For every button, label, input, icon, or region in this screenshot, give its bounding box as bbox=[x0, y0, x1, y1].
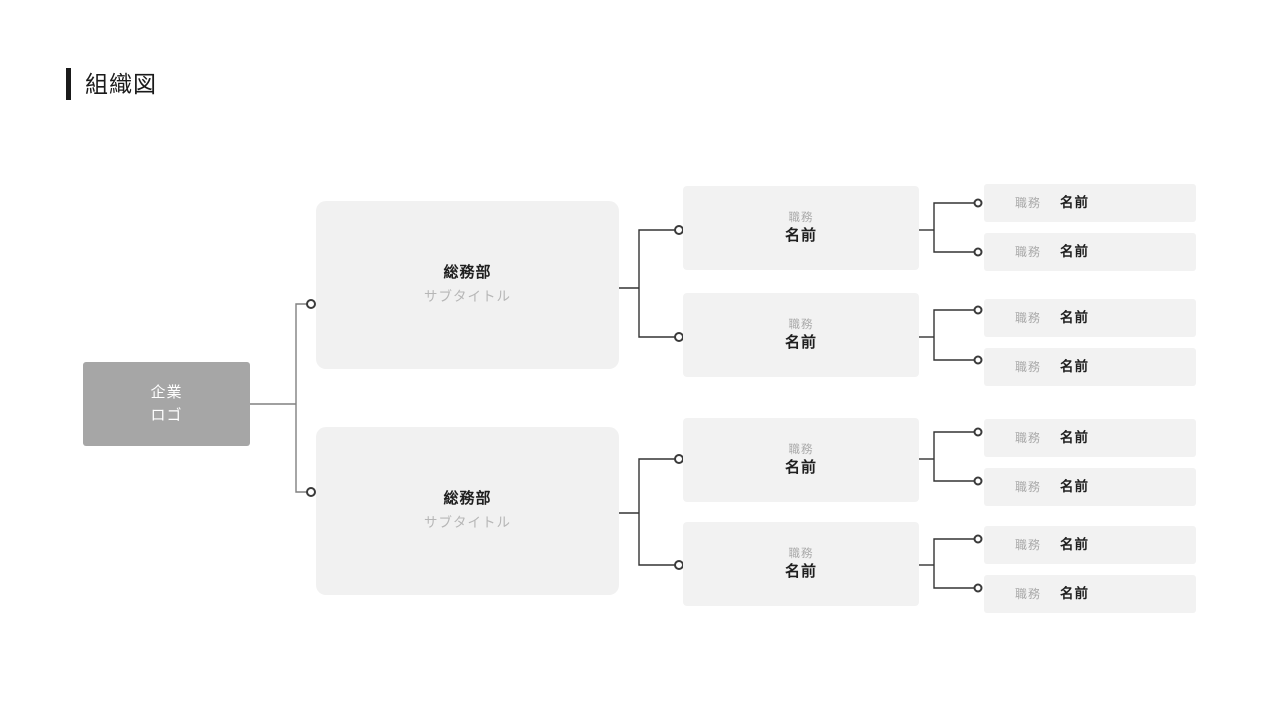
connector-dot-dept-1 bbox=[306, 299, 316, 309]
staff-role: 職務 bbox=[1015, 360, 1042, 374]
connector-dot-staff-1-2-1 bbox=[973, 305, 983, 315]
manager-node-1-2[interactable]: 職務 名前 bbox=[683, 293, 919, 377]
staff-node-2-2-1[interactable]: 職務 名前 bbox=[984, 526, 1196, 564]
root-label-line-1: 企業 bbox=[150, 384, 183, 401]
department-node-2[interactable]: 総務部 サブタイトル bbox=[316, 427, 619, 595]
connector-dept-2-to-mgr-1 bbox=[638, 458, 675, 513]
staff-role: 職務 bbox=[1015, 538, 1042, 552]
connector-dot-staff-2-2-1 bbox=[973, 534, 983, 544]
root-label-line-2: ロゴ bbox=[150, 407, 183, 424]
manager-role: 職務 bbox=[788, 444, 814, 456]
page-title-block: 組織図 bbox=[66, 68, 157, 100]
staff-name: 名前 bbox=[1060, 586, 1090, 601]
connector-dept-1-to-mgr-1 bbox=[638, 229, 675, 288]
connector-root-to-dept-2 bbox=[295, 404, 307, 493]
connector-mgr-2-2-to-staff-2 bbox=[933, 565, 974, 589]
title-accent-bar bbox=[66, 68, 71, 100]
department-title: 総務部 bbox=[443, 490, 492, 507]
connector-dept-1-to-mgr-2 bbox=[638, 288, 675, 338]
staff-node-2-1-2[interactable]: 職務 名前 bbox=[984, 468, 1196, 506]
connector-dept-2-to-mgr-2 bbox=[638, 513, 675, 566]
staff-role: 職務 bbox=[1015, 480, 1042, 494]
manager-node-2-2[interactable]: 職務 名前 bbox=[683, 522, 919, 606]
department-subtitle: サブタイトル bbox=[424, 289, 511, 304]
staff-name: 名前 bbox=[1060, 244, 1090, 259]
manager-role: 職務 bbox=[788, 319, 814, 331]
department-title: 総務部 bbox=[443, 264, 492, 281]
staff-name: 名前 bbox=[1060, 537, 1090, 552]
connector-mgr-1-1-to-staff-1 bbox=[933, 202, 974, 230]
connector-dot-staff-2-1-1 bbox=[973, 427, 983, 437]
staff-node-2-2-2[interactable]: 職務 名前 bbox=[984, 575, 1196, 613]
manager-node-1-1[interactable]: 職務 名前 bbox=[683, 186, 919, 270]
connector-root-to-dept-1 bbox=[295, 303, 307, 404]
staff-role: 職務 bbox=[1015, 196, 1042, 210]
connector-mgr-1-1-to-staff-2 bbox=[933, 230, 974, 253]
staff-name: 名前 bbox=[1060, 195, 1090, 210]
manager-name: 名前 bbox=[784, 459, 817, 476]
root-node-company-logo[interactable]: 企業 ロゴ bbox=[83, 362, 250, 446]
staff-node-2-1-1[interactable]: 職務 名前 bbox=[984, 419, 1196, 457]
manager-name: 名前 bbox=[784, 334, 817, 351]
manager-node-2-1[interactable]: 職務 名前 bbox=[683, 418, 919, 502]
connector-dot-staff-1-2-2 bbox=[973, 355, 983, 365]
department-node-1[interactable]: 総務部 サブタイトル bbox=[316, 201, 619, 369]
page-title: 組織図 bbox=[85, 70, 157, 97]
connector-dot-mgr-2-1 bbox=[674, 454, 684, 464]
staff-name: 名前 bbox=[1060, 479, 1090, 494]
connector-mgr-2-1-to-staff-2 bbox=[933, 459, 974, 482]
department-subtitle: サブタイトル bbox=[424, 515, 511, 530]
staff-name: 名前 bbox=[1060, 310, 1090, 325]
manager-name: 名前 bbox=[784, 563, 817, 580]
connector-dot-staff-2-1-2 bbox=[973, 476, 983, 486]
connector-mgr-2-1-to-staff-1 bbox=[933, 431, 974, 459]
staff-node-1-1-1[interactable]: 職務 名前 bbox=[984, 184, 1196, 222]
connector-dot-mgr-1-1 bbox=[674, 225, 684, 235]
connector-dot-staff-2-2-2 bbox=[973, 583, 983, 593]
staff-role: 職務 bbox=[1015, 311, 1042, 325]
staff-name: 名前 bbox=[1060, 359, 1090, 374]
manager-role: 職務 bbox=[788, 548, 814, 560]
connector-dot-staff-1-1-1 bbox=[973, 198, 983, 208]
connector-mgr-2-2-to-staff-1 bbox=[933, 538, 974, 565]
staff-name: 名前 bbox=[1060, 430, 1090, 445]
staff-role: 職務 bbox=[1015, 431, 1042, 445]
connector-dot-mgr-2-2 bbox=[674, 560, 684, 570]
connector-mgr-1-2-to-staff-1 bbox=[933, 309, 974, 337]
connector-dot-mgr-1-2 bbox=[674, 332, 684, 342]
staff-role: 職務 bbox=[1015, 245, 1042, 259]
staff-node-1-1-2[interactable]: 職務 名前 bbox=[984, 233, 1196, 271]
staff-role: 職務 bbox=[1015, 587, 1042, 601]
manager-role: 職務 bbox=[788, 212, 814, 224]
connector-dot-dept-2 bbox=[306, 487, 316, 497]
staff-node-1-2-2[interactable]: 職務 名前 bbox=[984, 348, 1196, 386]
connector-mgr-1-2-to-staff-2 bbox=[933, 337, 974, 361]
connector-dot-staff-1-1-2 bbox=[973, 247, 983, 257]
staff-node-1-2-1[interactable]: 職務 名前 bbox=[984, 299, 1196, 337]
manager-name: 名前 bbox=[784, 227, 817, 244]
